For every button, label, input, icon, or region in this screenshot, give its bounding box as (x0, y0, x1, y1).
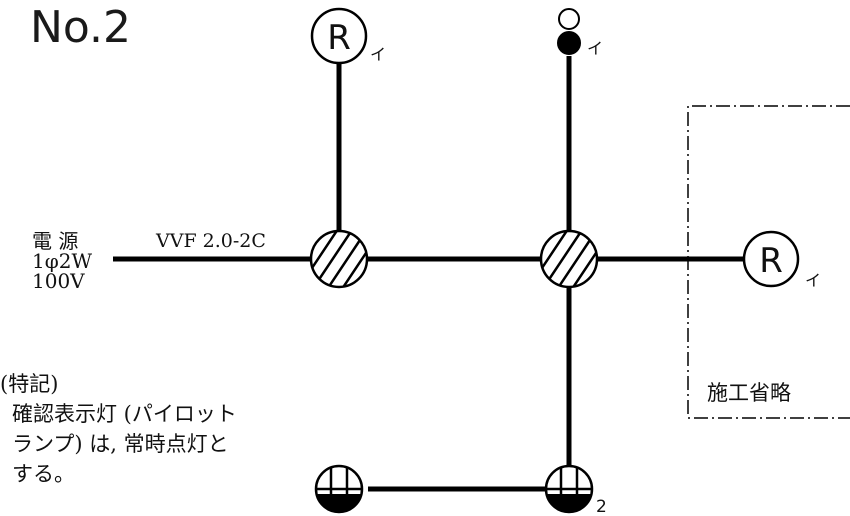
omitted-area-label: 施工省略 (707, 381, 791, 405)
pilot-lamp (557, 8, 581, 55)
power-label-line2: 1φ2W (32, 249, 92, 273)
ceiling-receptacle-lamp-top: R (310, 7, 368, 65)
switch-tag: 2 (596, 497, 607, 516)
joint-box-left (309, 229, 369, 289)
omitted-area-border (687, 105, 850, 419)
ceiling-receptacle-lamp-right: R (742, 230, 800, 288)
note-line1: 確認表示灯 (パイロット (12, 402, 237, 426)
switch-box-left (314, 464, 364, 514)
note-line2: ランプ) は, 常時点灯と (12, 432, 229, 456)
cable-label: VVF 2.0-2C (155, 230, 266, 252)
lamp-tag-top: イ (370, 45, 386, 64)
switch-box-right (544, 464, 594, 514)
lamp-symbol-right: R (759, 241, 783, 281)
diagram-number: No.2 (30, 2, 131, 53)
lamp-tag-right: イ (805, 271, 821, 290)
power-label-line1: 電 源 (32, 229, 78, 253)
joint-box-right (539, 229, 599, 289)
lamp-symbol-top: R (327, 18, 351, 58)
pilot-lamp-tag: イ (587, 39, 603, 58)
power-label-line3: 100V (32, 269, 85, 293)
note-heading: (特記) (0, 372, 58, 396)
note-line3: する。 (12, 462, 75, 486)
